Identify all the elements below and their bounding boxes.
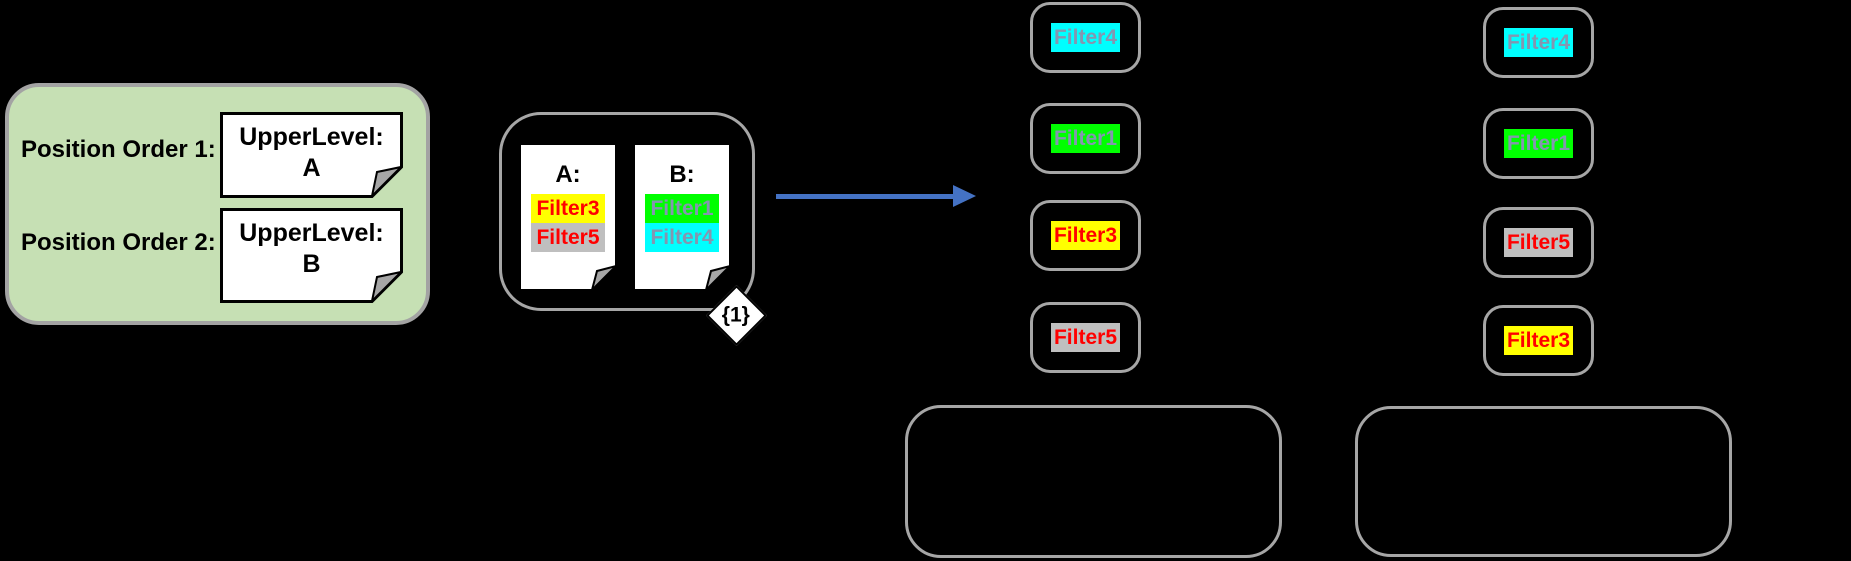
filter-chip-label: Filter1 <box>1503 129 1574 158</box>
filter-strip-filter5: Filter5 <box>531 223 605 252</box>
filter-chip-label: Filter3 <box>1050 221 1121 250</box>
legend-panel: Position Order 1: UpperLevel: A Position… <box>5 83 430 325</box>
filter-chip: Filter5 <box>1483 207 1594 278</box>
note-title: B: <box>669 161 695 188</box>
note-upperlevel-a: UpperLevel: A <box>220 112 403 198</box>
multiplicity-label: {1} <box>722 303 751 327</box>
filter-strip-filter4: Filter4 <box>645 223 719 252</box>
note-line1: UpperLevel: <box>239 123 384 151</box>
filter-chip-label: Filter3 <box>1503 326 1574 355</box>
source-box: A: Filter3 Filter5 B: Filter1 Filter4 <box>499 112 755 311</box>
note-line2: A <box>302 154 321 182</box>
result-box-2 <box>1355 406 1732 557</box>
legend-row-label: Position Order 2: <box>21 229 216 256</box>
filter-chip-label: Filter5 <box>1503 228 1574 257</box>
note-shape <box>220 208 403 303</box>
note-upperlevel-b: UpperLevel: B <box>220 208 403 303</box>
filter-chip-label: Filter4 <box>1503 28 1574 57</box>
note-title: A: <box>555 161 581 188</box>
note-a: A: Filter3 Filter5 <box>518 142 618 292</box>
filter-chip-label: Filter1 <box>1050 124 1121 153</box>
note-b: B: Filter1 Filter4 <box>632 142 732 292</box>
filter-chip: Filter3 <box>1030 200 1141 271</box>
filter-chip-label: Filter5 <box>1050 323 1121 352</box>
result-box-1 <box>905 405 1282 558</box>
filter-chip: Filter5 <box>1030 302 1141 373</box>
note-shape <box>220 112 403 198</box>
filter-chip: Filter4 <box>1030 2 1141 73</box>
note-line2: B <box>302 250 321 278</box>
filter-chip: Filter1 <box>1030 103 1141 174</box>
arrow-head-icon <box>953 185 976 207</box>
filter-chip: Filter4 <box>1483 7 1594 78</box>
legend-row-label: Position Order 1: <box>21 136 216 163</box>
note-line1: UpperLevel: <box>239 219 384 247</box>
filter-chip: Filter3 <box>1483 305 1594 376</box>
flow-arrow <box>776 194 954 199</box>
filter-strip-filter3: Filter3 <box>531 194 605 223</box>
filter-strip-filter1: Filter1 <box>645 194 719 223</box>
filter-chip: Filter1 <box>1483 108 1594 179</box>
filter-chip-label: Filter4 <box>1050 23 1121 52</box>
